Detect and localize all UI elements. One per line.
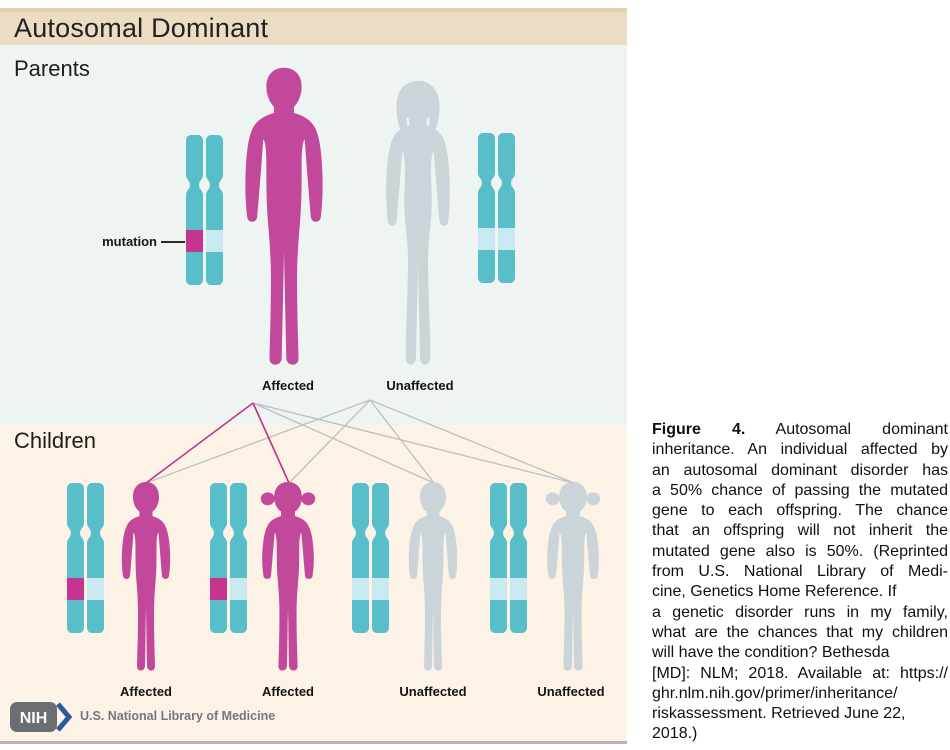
caption-line: from U.S. National Library of Medi- bbox=[652, 563, 948, 581]
nlm-org-name: U.S. National Library of Medicine bbox=[80, 709, 276, 723]
normal-band bbox=[352, 578, 369, 600]
caption-line: will have the condition? Bethesda bbox=[652, 644, 890, 662]
chromosome-pair-mother bbox=[478, 133, 515, 283]
chromosome bbox=[490, 483, 507, 633]
caption-line: ghr.nlm.nih.gov/primer/inheritance/ bbox=[652, 684, 898, 702]
mutation-band bbox=[210, 578, 227, 600]
child-3-status-label: Unaffected bbox=[399, 684, 467, 699]
chromosome bbox=[206, 135, 223, 285]
caption-line: mutated gene also is 50%. (Reprinted bbox=[652, 542, 948, 560]
normal-band bbox=[206, 230, 223, 252]
caption-line: 2018.) bbox=[652, 725, 698, 743]
mutation-band bbox=[67, 578, 84, 600]
mother-unaffected-figure bbox=[386, 80, 450, 365]
chromosome-pair-child-1 bbox=[67, 483, 104, 633]
child-4-status-label: Unaffected bbox=[537, 684, 605, 699]
caption-line: riskassessment. Retrieved June 22, bbox=[652, 705, 906, 723]
chromosome-pair-child-4 bbox=[490, 483, 527, 633]
child-1-status-label: Affected bbox=[119, 684, 172, 699]
caption-line: Figure 4. Autosomal dominant bbox=[652, 421, 949, 438]
normal-band bbox=[230, 578, 247, 600]
child-2-status-label: Affected bbox=[261, 684, 314, 699]
chromosome bbox=[230, 483, 247, 633]
inheritance-lines bbox=[145, 399, 575, 484]
normal-band bbox=[498, 228, 515, 250]
caption-line: a genetic disorder runs in my family, bbox=[652, 603, 948, 621]
chromosome bbox=[352, 483, 369, 633]
children-section-label: Children bbox=[14, 428, 96, 453]
normal-band bbox=[372, 578, 389, 600]
mother-status-label: Unaffected bbox=[386, 378, 454, 393]
caption-line: that an offspring will not inherit the bbox=[652, 522, 948, 540]
chromosome bbox=[372, 483, 389, 633]
chromosome-pair-child-3 bbox=[352, 483, 389, 633]
diagram-title-bar: Autosomal Dominant bbox=[0, 8, 627, 45]
chromosome bbox=[186, 135, 203, 285]
caption-figure-number: Figure 4. bbox=[652, 421, 746, 438]
inheritance-diagram: Autosomal Dominant Parents Children muta… bbox=[0, 8, 627, 744]
caption-line: cine, Genetics Home Reference. If bbox=[652, 583, 897, 601]
mutation-band bbox=[186, 230, 203, 252]
normal-band bbox=[478, 228, 495, 250]
caption-line: [MD]: NLM; 2018. Available at: https:// bbox=[652, 664, 948, 682]
mutation-label: mutation bbox=[102, 234, 157, 249]
chromosome-pair-child-2 bbox=[210, 483, 247, 633]
child-4-unaffected-girl-figure bbox=[541, 479, 605, 682]
caption-line: gene to each offspring. The chance bbox=[652, 502, 948, 520]
diagram-title: Autosomal Dominant bbox=[14, 13, 269, 43]
normal-band bbox=[87, 578, 104, 600]
caption-line: an autosomal dominant disorder has bbox=[652, 461, 948, 479]
child-1-affected-boy-figure bbox=[121, 481, 171, 671]
chromosome bbox=[210, 483, 227, 633]
normal-band bbox=[490, 578, 507, 600]
parents-section-label: Parents bbox=[14, 56, 90, 81]
child-2-affected-girl-figure bbox=[256, 479, 320, 682]
child-3-unaffected-boy-figure bbox=[408, 481, 458, 671]
nih-chevron-icon bbox=[56, 702, 73, 732]
caption-line: what are the chances that my children bbox=[652, 623, 948, 641]
chromosome bbox=[478, 133, 495, 283]
normal-band bbox=[510, 578, 527, 600]
caption-line: inheritance. An individual affected by bbox=[652, 441, 948, 459]
chromosome bbox=[87, 483, 104, 633]
nih-logo: NIH bbox=[10, 702, 73, 732]
chromosome-pair-father bbox=[186, 135, 223, 285]
chromosome bbox=[498, 133, 515, 283]
father-status-label: Affected bbox=[261, 378, 314, 393]
father-affected-figure bbox=[245, 67, 323, 365]
caption-line: a 50% chance of passing the mutated bbox=[652, 481, 948, 499]
chromosome bbox=[510, 483, 527, 633]
chromosome bbox=[67, 483, 84, 633]
parents-section-background bbox=[0, 45, 627, 425]
mutation-pointer-line bbox=[161, 241, 185, 243]
figure-caption: Figure 4. Autosomal dominant inheritance… bbox=[652, 420, 948, 745]
nih-logo-text: NIH bbox=[20, 710, 48, 727]
